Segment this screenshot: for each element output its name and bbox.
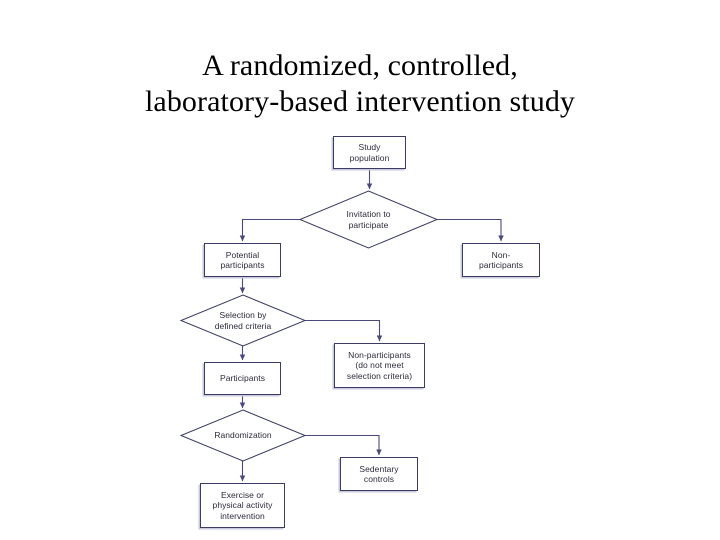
connector-invitation-to-nonparticipants: [437, 218, 504, 242]
node-sedentary-controls[interactable]: Sedentary controls: [340, 457, 418, 491]
connector-invitation-to-potential: [239, 218, 300, 242]
node-potential-participants[interactable]: Potential participants: [204, 243, 281, 277]
node-exercise-intervention[interactable]: Exercise or physical activity interventi…: [200, 483, 285, 528]
connector-randomization-to-sedentary: [305, 434, 382, 456]
node-study-population[interactable]: Study population: [333, 136, 406, 169]
diamond-invitation[interactable]: [298, 190, 439, 249]
node-label: Exercise or physical activity interventi…: [212, 489, 273, 521]
node-label: Potential participants: [220, 249, 265, 271]
node-label: Non- participants: [478, 249, 524, 271]
node-label: Sedentary controls: [359, 463, 399, 485]
node-label: Participants: [219, 373, 265, 384]
diamond-randomization[interactable]: [179, 409, 307, 462]
node-participants[interactable]: Participants: [204, 362, 281, 395]
node-label: Non-participants (do not meet selection …: [346, 349, 413, 381]
node-label: Study population: [349, 142, 390, 163]
node-non-participants[interactable]: Non- participants: [462, 243, 540, 277]
diamond-selection-criteria[interactable]: [179, 294, 307, 347]
page-title: A randomized, controlled, laboratory-bas…: [144, 49, 576, 118]
connector-selection-to-nonparticipants-criteria: [305, 319, 383, 342]
node-non-participants-criteria[interactable]: Non-participants (do not meet selection …: [334, 343, 425, 388]
